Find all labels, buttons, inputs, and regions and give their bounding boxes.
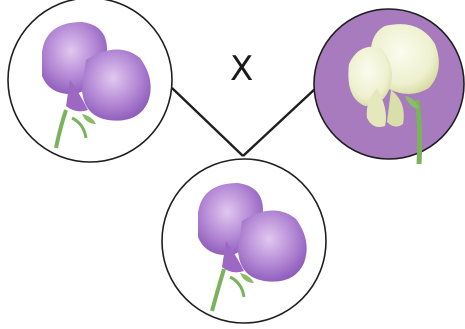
cross-lines: [172, 88, 316, 156]
line-right-parent: [243, 88, 316, 156]
line-left-parent: [172, 88, 243, 156]
parent-white-node: [314, 9, 464, 164]
offspring-purple-node: [162, 159, 326, 323]
cross-symbol: X: [230, 52, 253, 86]
parent-purple-node: [8, 0, 172, 162]
